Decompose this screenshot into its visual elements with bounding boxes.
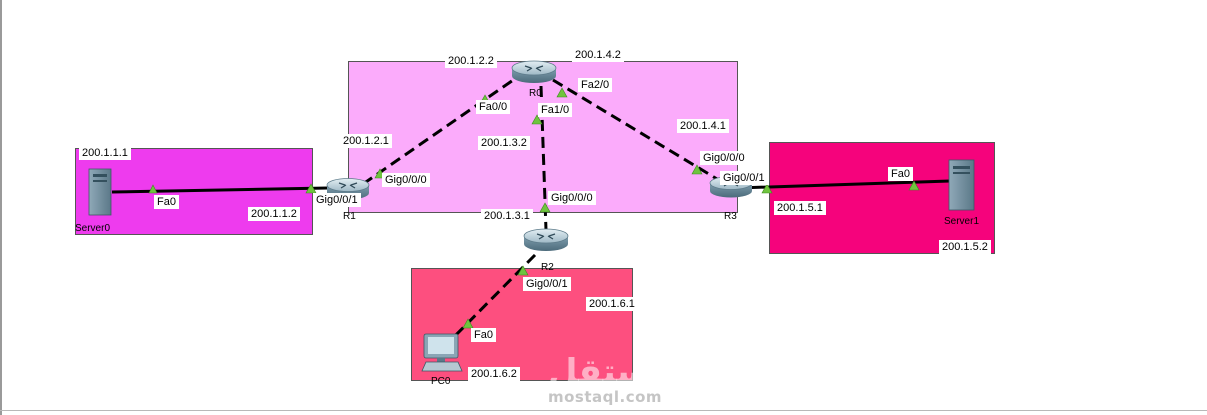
port-indicator (148, 184, 158, 194)
port-indicator (517, 265, 529, 276)
r0-port-fa00: Fa0/0 (476, 100, 511, 114)
r3-r0-ip: 200.1.4.1 (677, 119, 729, 133)
router-icon[interactable] (523, 228, 569, 251)
pc-icon[interactable] (421, 333, 463, 372)
canvas-bottom-edge (0, 410, 1207, 411)
port-indicators (148, 87, 920, 329)
server1-name: Server1 (944, 216, 980, 227)
r0-r1-ip: 200.1.2.2 (445, 54, 497, 68)
link-r2-pc0[interactable] (446, 253, 537, 345)
r0-port-fa10: Fa1/0 (538, 103, 573, 117)
link-server0-r1[interactable] (111, 186, 329, 194)
r3-server-ip: 200.1.5.1 (774, 201, 826, 215)
server0-network-label: 200.1.1.1 (79, 146, 131, 160)
router-r3-name: R3 (724, 211, 737, 222)
port-indicator (908, 180, 920, 191)
canvas-left-edge (0, 0, 2, 415)
r1-port-gig001: Gig0/0/1 (313, 193, 361, 207)
port-indicator (305, 183, 317, 194)
server0-port-fa0: Fa0 (154, 195, 179, 209)
server1-ip: 200.1.5.2 (939, 240, 991, 254)
r2-pc-ip: 200.1.6.1 (586, 297, 638, 311)
r1-r0-ip: 200.1.2.1 (340, 134, 392, 148)
watermark-arabic: مستقل (548, 352, 673, 392)
r0-r3-ip: 200.1.4.2 (572, 48, 624, 62)
link-r1-r0[interactable] (362, 74, 520, 186)
router-icon[interactable] (511, 60, 557, 83)
r1-server-ip: 200.1.1.2 (248, 207, 300, 221)
r0-port-fa20: Fa2/0 (578, 78, 613, 92)
r2-port-gig000: Gig0/0/0 (548, 191, 596, 205)
port-indicator (556, 87, 568, 98)
router-r1-name: R1 (343, 211, 356, 222)
pc0-name: PC0 (431, 376, 451, 387)
r2-r0-ip: 200.1.3.1 (481, 209, 533, 223)
r1-port-gig000: Gig0/0/0 (382, 173, 430, 187)
pc0-port-fa0: Fa0 (471, 328, 496, 342)
r2-port-gig001: Gig0/0/1 (523, 277, 571, 291)
port-indicator (761, 183, 773, 194)
server0-name: Server0 (75, 223, 111, 234)
r3-port-gig001: Gig0/0/1 (720, 171, 768, 185)
port-indicator (531, 114, 543, 125)
server-icon[interactable] (948, 159, 975, 211)
watermark-latin: mostaql.com (548, 388, 663, 406)
port-indicator (462, 318, 474, 329)
r3-port-gig000: Gig0/0/0 (700, 151, 748, 165)
port-indicator (691, 164, 703, 175)
link-r3-server1[interactable] (737, 179, 951, 190)
port-indicator (539, 202, 551, 213)
server1-port-fa0: Fa0 (888, 167, 913, 181)
router-r0-name: R0 (529, 88, 542, 99)
pc0-ip: 200.1.6.2 (468, 367, 520, 381)
r0-r2-ip: 200.1.3.2 (478, 136, 530, 150)
router-r2-name: R2 (541, 262, 554, 273)
server-icon[interactable] (88, 168, 112, 216)
